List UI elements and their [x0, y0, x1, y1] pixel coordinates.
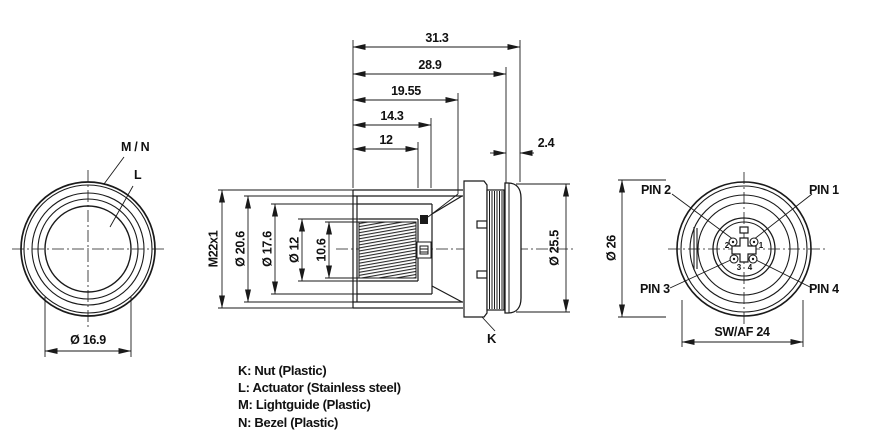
front-view-centerlines — [12, 170, 166, 330]
pin1-label: PIN 1 — [809, 183, 839, 197]
section-nut — [463, 180, 488, 318]
section-thread — [486, 189, 505, 311]
dim-body-diameter: Ø 20.6 — [233, 231, 248, 267]
dim-across-flats: SW/AF 24 — [714, 325, 770, 339]
section-left-dimensions — [218, 189, 359, 309]
dim-thread-length: 12 — [379, 133, 393, 147]
dim-actuator-diameter-side: Ø 12 — [287, 237, 302, 263]
front-view-leader-lines — [103, 156, 134, 228]
legend-bezel: N: Bezel (Plastic) — [238, 414, 339, 430]
pin-leader-lines — [669, 193, 813, 289]
legend-actuator: L: Actuator (Stainless steel) — [238, 380, 401, 396]
dim-rear-diameter: Ø 26 — [604, 235, 619, 261]
section-view — [218, 40, 576, 332]
dim-bore-diameter: Ø 17.6 — [260, 231, 275, 267]
front-view — [12, 156, 166, 357]
dim-bezel-thickness: 2.4 — [537, 136, 555, 150]
pin4-label: PIN 4 — [809, 282, 839, 296]
section-actuator-hatch — [358, 221, 417, 279]
dim-bezel-diameter: Ø 25.5 — [547, 230, 562, 266]
dim-overall-length: 31.3 — [425, 31, 449, 45]
pin3-label: PIN 3 — [640, 282, 670, 296]
legend-nut: K: Nut (Plastic) — [238, 363, 327, 378]
section-switch-element — [416, 241, 432, 259]
pin4-number: 4 — [747, 263, 753, 272]
section-top-dimensions — [352, 40, 534, 218]
dim-actuator-height: 10.6 — [314, 238, 329, 262]
dim-length-mid: 19.55 — [391, 84, 421, 98]
dim-thread-spec: M22x1 — [206, 230, 221, 268]
pin2-label: PIN 2 — [641, 183, 671, 197]
rear-view — [618, 172, 828, 347]
nut-label: K — [487, 331, 497, 346]
dim-length-inner: 14.3 — [380, 109, 404, 123]
pin2-number: 2 — [724, 241, 730, 250]
dim-length-to-bezel-rear: 28.9 — [418, 58, 442, 72]
front-label-actuator: L — [134, 168, 142, 182]
legend-lightguide: M: Lightguide (Plastic) — [238, 397, 371, 413]
section-bezel — [504, 182, 522, 314]
section-barrel — [352, 189, 463, 309]
front-label-lightguide-bezel: M / N — [121, 140, 150, 154]
connector-pins — [728, 237, 759, 264]
section-contact-marker — [420, 215, 428, 224]
section-right-dimension — [516, 183, 570, 313]
pin3-number: 3 — [736, 263, 742, 272]
pin1-number: 1 — [758, 241, 764, 250]
dim-actuator-diameter: Ø 16.9 — [70, 333, 106, 347]
nut-leader-line — [481, 316, 496, 332]
materials-legend: K: Nut (Plastic) L: Actuator (Stainless … — [238, 362, 401, 431]
rear-view-dimensions — [618, 179, 804, 347]
front-view-dimension — [44, 297, 132, 357]
